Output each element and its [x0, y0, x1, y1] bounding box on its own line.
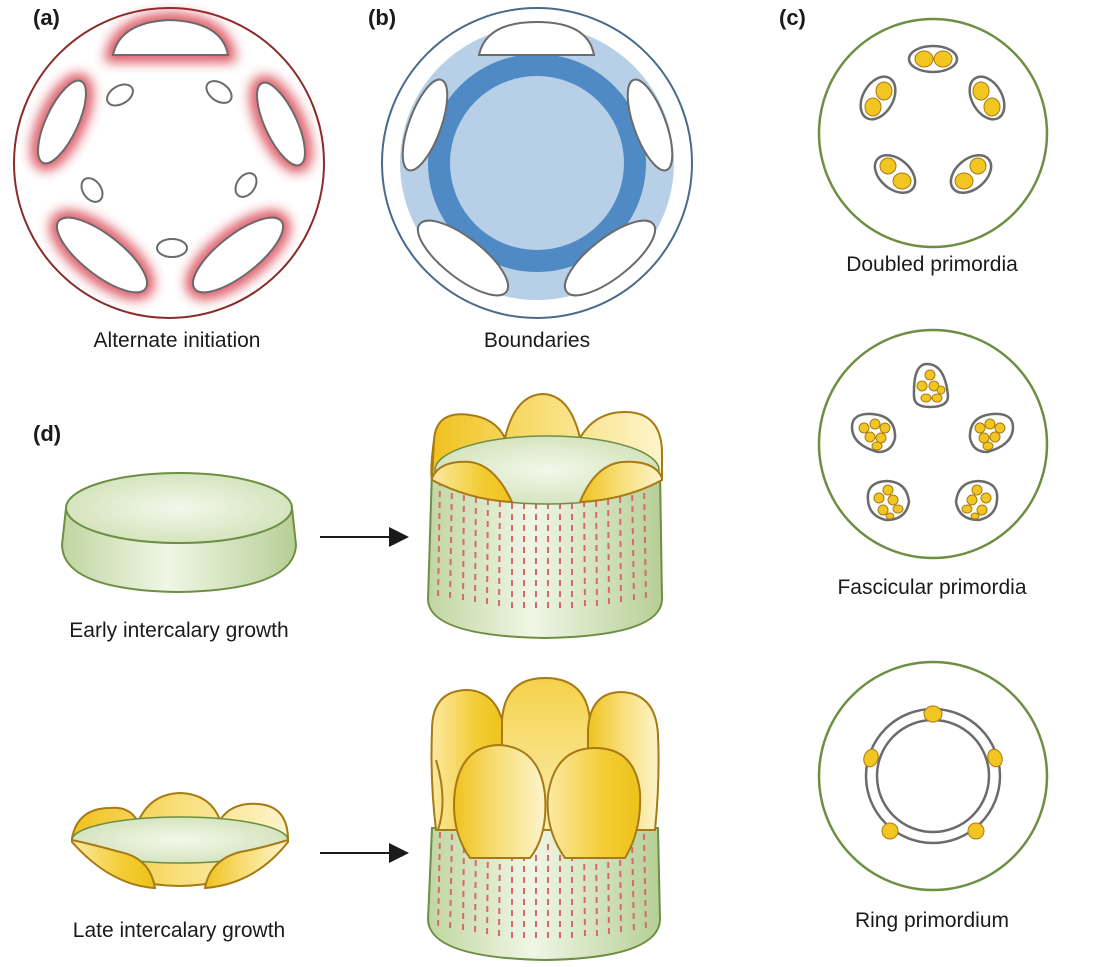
primordium-lower-left	[55, 216, 149, 294]
early-dash-lines	[437, 479, 647, 608]
doubled-primordia-caption: Doubled primordia	[846, 253, 1018, 276]
panel-a-caption: Alternate initiation	[94, 329, 261, 352]
late-caption: Late intercalary growth	[73, 919, 285, 942]
primordia-large	[37, 18, 306, 294]
primordia-b	[401, 20, 674, 297]
fascicular-primordia-caption: Fascicular primordia	[837, 576, 1026, 599]
panel-c: (c) Doubled primordia	[779, 5, 1049, 932]
doubled-primordia-diagram: Doubled primordia	[817, 17, 1049, 276]
panel-d-label: (d)	[33, 421, 61, 446]
fascicular-primordia-diagram: Fascicular primordia	[817, 328, 1049, 599]
primordium-lower-right	[191, 216, 285, 294]
boundary-ring	[428, 54, 646, 272]
early-caption: Early intercalary growth	[69, 619, 288, 642]
panel-b: (b) Boundaries	[368, 5, 693, 352]
early-cylinder	[426, 392, 664, 640]
panel-b-caption: Boundaries	[484, 329, 590, 352]
panel-a: (a) Alternate initiation	[13, 5, 325, 352]
primordium-top	[111, 18, 230, 56]
primordium-left	[37, 79, 87, 165]
early-disk	[60, 472, 298, 594]
panel-d: (d) Early intercalary growth	[33, 392, 664, 962]
ring-primordium-caption: Ring primordium	[855, 909, 1009, 932]
late-disk	[70, 791, 290, 890]
primordium-right	[256, 81, 306, 167]
panel-c-label: (c)	[779, 5, 806, 30]
late-cylinder	[426, 676, 662, 962]
panel-b-label: (b)	[368, 5, 396, 30]
panel-a-label: (a)	[33, 5, 60, 30]
primordia-small	[80, 80, 258, 258]
ring-primordium-diagram: Ring primordium	[817, 660, 1049, 932]
